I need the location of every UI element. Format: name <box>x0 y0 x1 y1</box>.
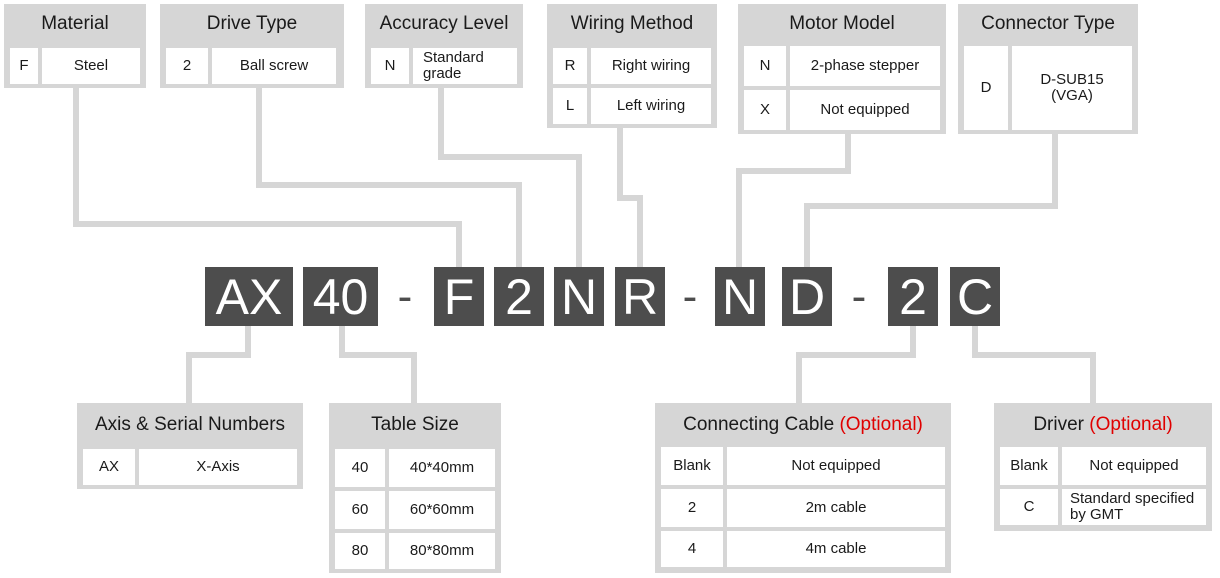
dash-2: - <box>682 271 698 321</box>
line-material <box>73 86 462 267</box>
material-desc-f: Steel <box>42 48 140 84</box>
table-size-desc-60: 60*60mm <box>389 491 495 529</box>
connecting-cable-code-4: 4 <box>661 531 723 567</box>
connecting-cable-table: Connecting Cable (Optional) Blank Not eq… <box>655 403 951 573</box>
line-accuracy-level <box>438 86 582 267</box>
segment-motor: N <box>715 267 765 326</box>
axis-serial-desc-ax: X-Axis <box>139 449 297 485</box>
axis-serial-code-ax: AX <box>83 449 135 485</box>
motor-model-desc-n: 2-phase stepper <box>790 46 940 86</box>
segment-cable: 2 <box>888 267 938 326</box>
driver-title-text: Driver <box>1033 414 1084 435</box>
motor-model-table: Motor Model N 2-phase stepper X Not equi… <box>738 4 946 134</box>
segment-axis: AX <box>205 267 293 326</box>
segment-drive-type: 2 <box>494 267 544 326</box>
wiring-method-code-r: R <box>553 48 587 84</box>
segment-driver: C <box>950 267 1000 326</box>
material-table: Material F Steel <box>4 4 146 88</box>
driver-code-c: C <box>1000 489 1058 525</box>
connecting-cable-code-2: 2 <box>661 489 723 527</box>
table-size-code-80: 80 <box>335 533 385 569</box>
wiring-method-desc-r: Right wiring <box>591 48 711 84</box>
axis-serial-table: Axis & Serial Numbers AX X-Axis <box>77 403 303 489</box>
line-driver <box>972 326 1096 405</box>
connecting-cable-code-blank: Blank <box>661 447 723 485</box>
drive-type-desc-2: Ball screw <box>212 48 336 84</box>
connecting-cable-title-text: Connecting Cable <box>683 414 835 435</box>
wiring-method-title: Wiring Method <box>570 13 694 34</box>
connector-type-desc-d: D-SUB15 (VGA) <box>1012 46 1132 130</box>
driver-table: Driver (Optional) Blank Not equipped C S… <box>994 403 1212 531</box>
motor-model-code-n: N <box>744 46 786 86</box>
motor-model-code-x: X <box>744 90 786 130</box>
driver-optional: (Optional) <box>1089 414 1173 435</box>
segment-accuracy: N <box>554 267 604 326</box>
line-drive-type <box>256 86 522 267</box>
motor-model-desc-x: Not equipped <box>790 90 940 130</box>
material-code-f: F <box>10 48 38 84</box>
connecting-cable-optional: (Optional) <box>839 414 923 435</box>
material-title: Material <box>41 13 109 34</box>
line-axis-serial <box>186 326 251 405</box>
line-motor-model <box>736 131 851 267</box>
wiring-method-desc-l: Left wiring <box>591 88 711 124</box>
accuracy-level-code-n: N <box>371 48 409 84</box>
segment-table-size: 40 <box>303 267 378 326</box>
accuracy-level-desc-n: Standard grade <box>413 48 517 84</box>
dash-3: - <box>851 271 867 321</box>
motor-model-title: Motor Model <box>789 13 895 34</box>
driver-title: Driver (Optional) <box>994 405 1212 445</box>
connector-type-title: Connector Type <box>981 13 1115 34</box>
table-size-code-60: 60 <box>335 491 385 529</box>
wiring-method-table: Wiring Method R Right wiring L Left wiri… <box>547 4 717 128</box>
connecting-cable-desc-2: 2m cable <box>727 489 945 527</box>
line-table-size <box>339 326 417 405</box>
driver-code-blank: Blank <box>1000 447 1058 485</box>
driver-desc-blank: Not equipped <box>1062 447 1206 485</box>
table-size-code-40: 40 <box>335 449 385 487</box>
connecting-cable-title: Connecting Cable (Optional) <box>655 405 951 445</box>
connector-type-table: Connector Type D D-SUB15 (VGA) <box>958 4 1138 134</box>
drive-type-title: Drive Type <box>206 13 298 34</box>
line-connecting-cable <box>796 326 916 405</box>
drive-type-table: Drive Type 2 Ball screw <box>160 4 344 88</box>
dash-1: - <box>397 271 413 321</box>
accuracy-level-title: Accuracy Level <box>379 13 509 34</box>
table-size-desc-80: 80*80mm <box>389 533 495 569</box>
line-wiring-method <box>617 125 643 267</box>
line-connector-type <box>804 131 1058 267</box>
axis-serial-title: Axis & Serial Numbers <box>94 414 286 435</box>
table-size-desc-40: 40*40mm <box>389 449 495 487</box>
segment-wiring: R <box>615 267 665 326</box>
accuracy-level-table: Accuracy Level N Standard grade <box>365 4 523 88</box>
table-size-table: Table Size 40 40*40mm 60 60*60mm 80 80*8… <box>329 403 501 573</box>
drive-type-code-2: 2 <box>166 48 208 84</box>
connecting-cable-desc-blank: Not equipped <box>727 447 945 485</box>
connector-type-code-d: D <box>964 46 1008 130</box>
segment-connector: D <box>782 267 832 326</box>
wiring-method-code-l: L <box>553 88 587 124</box>
table-size-title: Table Size <box>371 414 459 435</box>
connecting-cable-desc-4: 4m cable <box>727 531 945 567</box>
driver-desc-c: Standard specified by GMT <box>1062 489 1206 525</box>
segment-material: F <box>434 267 484 326</box>
